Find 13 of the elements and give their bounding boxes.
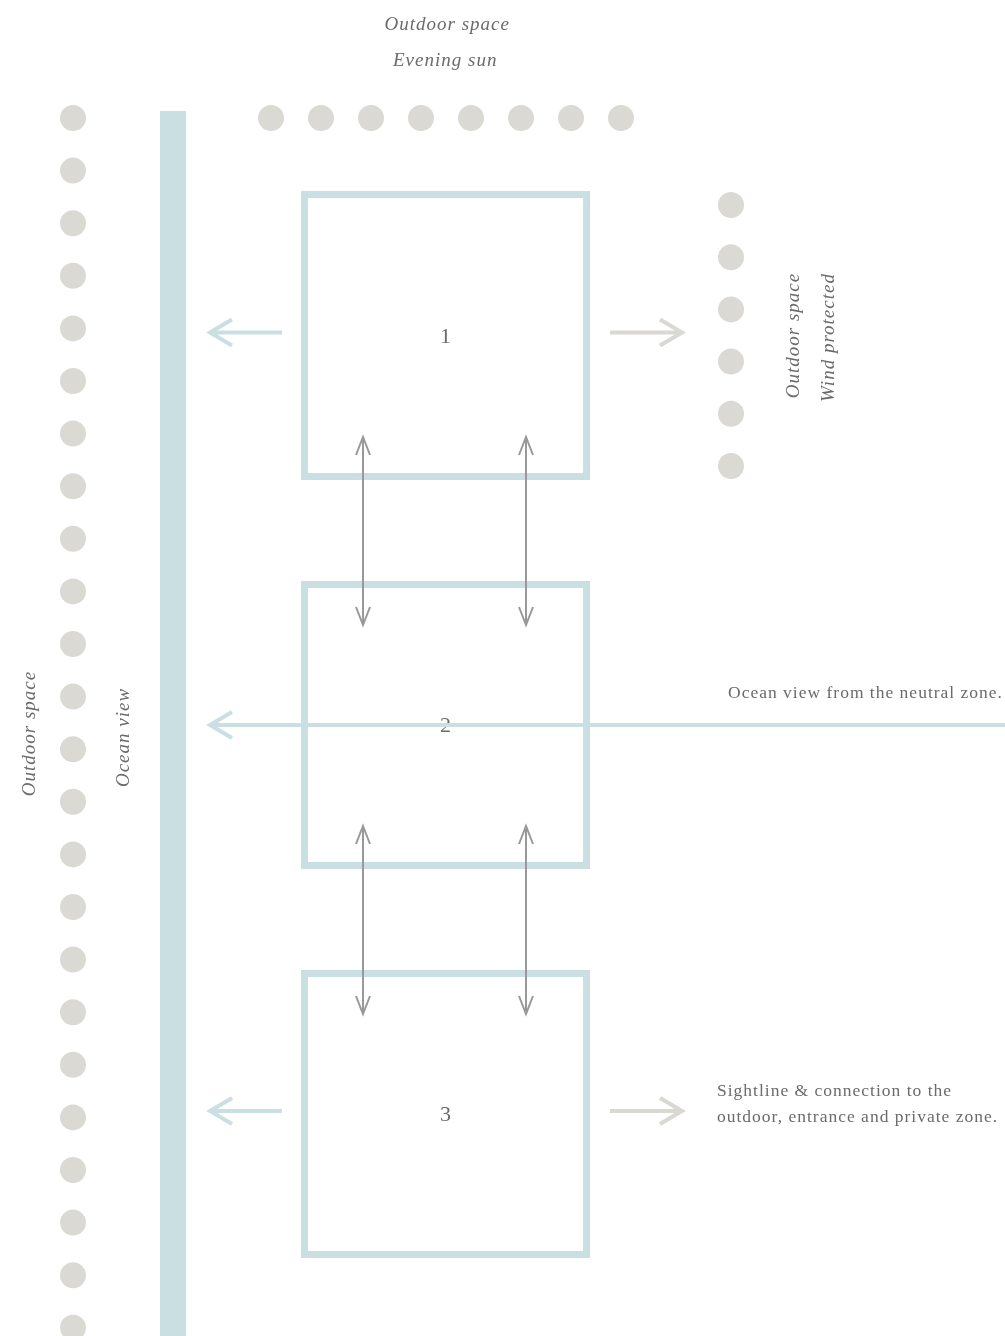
sightline-note: Sightline & connection to the outdoor, entrance and private zone. (717, 1077, 999, 1129)
zone-label: Evening sun (393, 49, 498, 69)
zone-label: Wind protected (817, 272, 837, 402)
room-number: 3 (440, 1103, 451, 1125)
room-box (301, 581, 590, 869)
zone-label: Outdoor space (782, 272, 802, 398)
wall-bar (160, 111, 186, 1336)
zone-label: Outdoor space (18, 670, 38, 796)
zone-label: Outdoor space (384, 13, 510, 33)
zone-label: Ocean view (112, 687, 132, 787)
room-box (301, 191, 590, 480)
room-box (301, 970, 590, 1258)
room-number: 1 (440, 324, 451, 347)
